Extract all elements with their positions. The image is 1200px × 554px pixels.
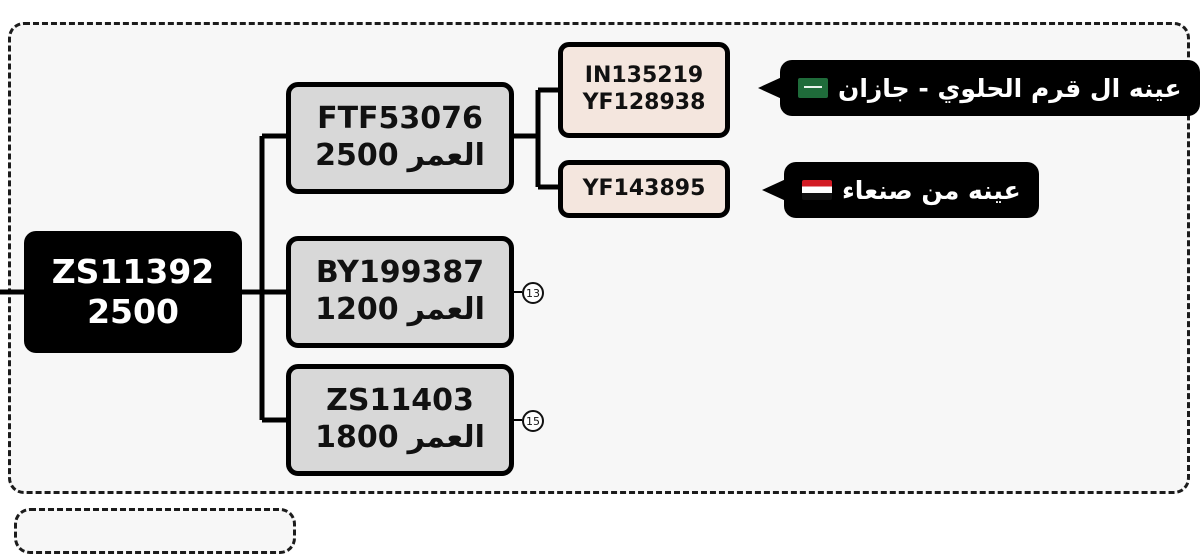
subtree-count-badge[interactable]: 15 [522,410,544,432]
node-zs11403[interactable]: ZS11403 1800 العمر [286,364,514,476]
node-by199387[interactable]: BY199387 1200 العمر [286,236,514,348]
note-text: عينه من صنعاء [842,175,1021,205]
location-note-jazan: عينه ال قرم الحلوي - جازان [758,60,1200,116]
location-note-sanaa: عينه من صنعاء [762,162,1039,218]
note-text: عينه ال قرم الحلوي - جازان [838,73,1182,103]
node-id: FTF53076 [317,101,483,137]
leaf-line: YF143895 [582,175,706,201]
connector-lines [0,87,560,423]
root-id: ZS11392 [51,251,215,291]
leaf-line: YF128938 [582,90,706,115]
root-node[interactable]: ZS11392 2500 [24,231,242,353]
age-value: 1800 [315,420,399,455]
node-age-row: 2500 العمر [315,138,485,175]
node-age-row: 1800 العمر [315,420,485,457]
root-age: 2500 [87,292,179,331]
node-id: BY199387 [315,255,485,291]
age-value: 1200 [315,292,399,327]
node-age-row: 1200 العمر [315,292,485,329]
yemen-flag-icon [802,180,832,200]
saudi-flag-icon [798,78,828,98]
leaf-in135219[interactable]: IN135219 YF128938 [558,42,730,138]
age-label: العمر [407,292,485,327]
node-id: ZS11403 [326,383,474,419]
node-ftf53076[interactable]: FTF53076 2500 العمر [286,82,514,194]
age-value: 2500 [315,138,399,173]
subtree-count-badge[interactable]: 13 [522,282,544,304]
age-label: العمر [407,138,485,173]
age-label: العمر [407,420,485,455]
leaf-line: IN135219 [584,63,704,89]
leaf-yf143895[interactable]: YF143895 [558,160,730,218]
